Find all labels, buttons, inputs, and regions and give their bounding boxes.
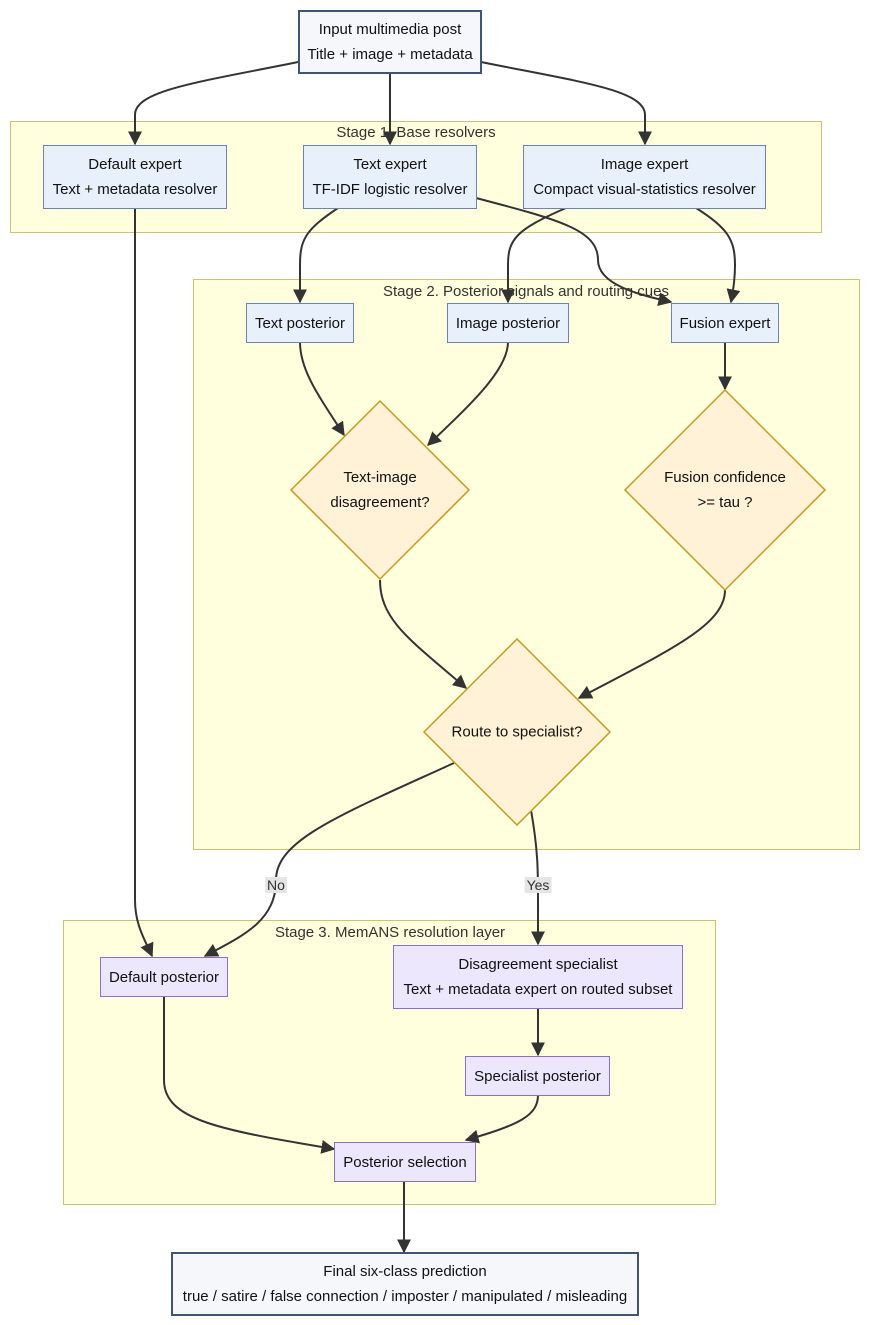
fusion-confidence-line1: Fusion confidence [664,469,786,486]
stage2-title: Stage 2. Posterior signals and routing c… [382,283,670,300]
image-posterior-node: Image posterior [447,303,569,343]
text-posterior-label: Text posterior [254,314,346,332]
edge-text-textposterior [293,207,339,304]
disagreement-line1: Text-image [343,469,417,486]
default-expert-line1: Default expert [88,156,182,173]
edge-label-no: No [265,877,287,893]
disagreement-label: Text-image disagreement? [330,465,429,515]
default-posterior-label: Default posterior [108,968,220,986]
stage1-title: Stage 1. Base resolvers [336,124,496,141]
posterior-selection-node: Posterior selection [334,1142,476,1182]
edge-input-image [480,61,652,146]
edge-label-yes: Yes [524,877,552,893]
edge-confidence-route [577,589,726,699]
edge-textposterior-disagreement [299,341,345,437]
stage3-title: Stage 3. MemANS resolution layer [274,924,506,941]
specialist-line1: Disagreement specialist [458,956,618,973]
specialist-posterior-label: Specialist posterior [474,1067,601,1085]
edge-image-fusion [695,207,741,304]
image-expert-line2: Compact visual-statistics resolver [533,181,756,198]
edge-input-default [128,61,299,146]
default-expert-line2: Text + metadata resolver [52,181,218,198]
final-prediction-node: Final six-class prediction true / satire… [171,1252,639,1316]
edge-text-fusion [475,197,673,307]
posterior-selection-label: Posterior selection [343,1153,467,1171]
input-node-line2: Title + image + metadata [307,46,473,63]
edge-specialistposterior-selection [464,1094,539,1144]
edge-image-imageposterior [501,207,567,304]
default-posterior-node: Default posterior [100,957,228,997]
text-expert-line1: Text expert [353,156,427,173]
route-label: Route to specialist? [452,720,583,745]
input-node: Input multimedia post Title + image + me… [298,10,482,74]
edge-route-no [203,762,455,957]
edge-disagreement-route [379,579,468,689]
fusion-expert-label: Fusion expert [679,314,771,332]
edge-imageposterior-disagreement [426,341,509,446]
route-line1: Route to specialist? [451,723,583,741]
specialist-line2: Text + metadata expert on routed subset [403,981,673,998]
disagreement-diamond [289,399,471,581]
final-line2: true / satire / false connection / impos… [182,1288,628,1305]
text-expert-line2: TF-IDF logistic resolver [312,181,468,198]
edge-route-yes [530,809,545,946]
fusion-confidence-label: Fusion confidence >= tau ? [664,465,786,515]
disagreement-specialist-node: Disagreement specialist Text + metadata … [393,945,683,1009]
route-diamond [422,637,612,827]
fusion-expert-node: Fusion expert [671,303,779,343]
default-expert-node: Default expert Text + metadata resolver [43,145,227,209]
fusion-confidence-line2: >= tau ? [697,494,753,511]
text-expert-node: Text expert TF-IDF logistic resolver [303,145,477,209]
disagreement-line2: disagreement? [330,494,430,511]
input-node-line1: Input multimedia post [318,21,462,38]
edge-default-defaultposterior [134,208,154,958]
specialist-posterior-node: Specialist posterior [465,1056,610,1096]
final-line1: Final six-class prediction [323,1263,487,1280]
image-expert-line1: Image expert [600,156,689,173]
fusion-confidence-diamond [623,388,827,592]
image-posterior-label: Image posterior [455,314,561,332]
image-expert-node: Image expert Compact visual-statistics r… [523,145,766,209]
text-posterior-node: Text posterior [246,303,354,343]
edge-defaultposterior-selection [163,996,336,1154]
